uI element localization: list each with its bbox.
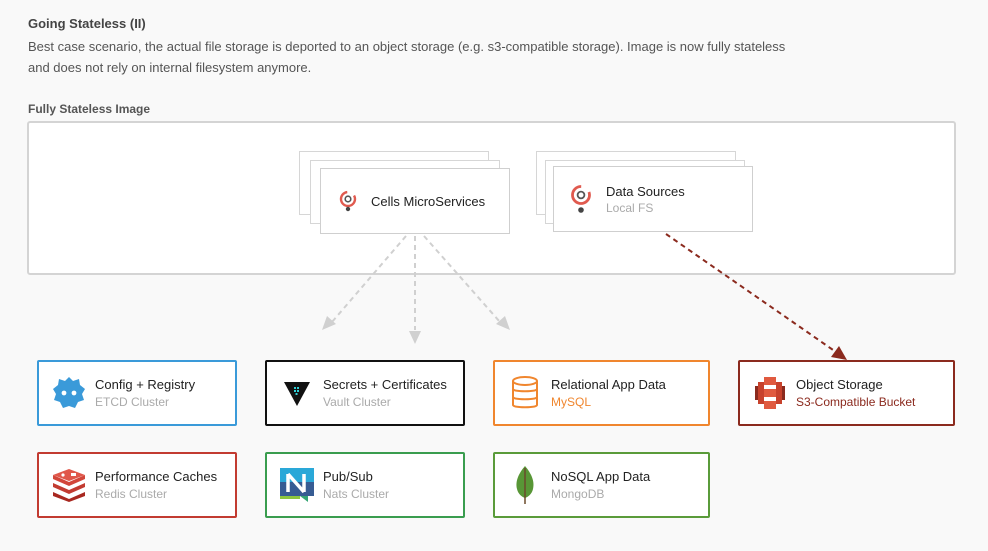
arrowhead-right <box>496 316 510 330</box>
object-storage-title: Object Storage <box>796 377 883 392</box>
database-icon <box>505 373 545 413</box>
pub-sub-title: Pub/Sub <box>323 469 373 484</box>
pub-sub-box[interactable]: Pub/Sub Nats Cluster <box>265 452 465 518</box>
page-title: Going Stateless (II) <box>28 16 146 31</box>
arrow-cells-left <box>331 235 407 323</box>
secrets-certificates-subtitle: Vault Cluster <box>323 395 391 409</box>
relational-app-data-title: Relational App Data <box>551 377 666 392</box>
pydio-cells-icon <box>570 184 594 214</box>
cells-microservices-card[interactable]: Cells MicroServices <box>320 168 510 234</box>
pub-sub-subtitle: Nats Cluster <box>323 487 390 501</box>
vault-icon <box>277 373 317 413</box>
config-registry-subtitle: ETCD Cluster <box>95 395 170 409</box>
secrets-certificates-title: Secrets + Certificates <box>323 377 447 392</box>
nats-icon <box>277 465 317 505</box>
config-registry-box[interactable]: Config + Registry ETCD Cluster <box>37 360 237 426</box>
etcd-icon <box>49 373 89 413</box>
redis-icon <box>49 465 89 505</box>
cells-microservices-title: Cells MicroServices <box>371 193 486 209</box>
data-sources-subtitle: Local FS <box>606 200 654 215</box>
config-registry-title: Config + Registry <box>95 377 196 392</box>
arrow-cells-right <box>423 235 501 323</box>
nosql-app-data-title: NoSQL App Data <box>551 469 651 484</box>
s3-bucket-icon <box>750 373 790 413</box>
relational-app-data-box[interactable]: Relational App Data MySQL <box>493 360 710 426</box>
arrowhead-left <box>322 316 336 330</box>
object-storage-subtitle: S3-Compatible Bucket <box>796 395 916 409</box>
object-storage-box[interactable]: Object Storage S3-Compatible Bucket <box>738 360 955 426</box>
nosql-app-data-subtitle: MongoDB <box>551 487 605 501</box>
relational-app-data-subtitle: MySQL <box>551 395 592 409</box>
pydio-cells-icon <box>339 190 359 212</box>
performance-caches-box[interactable]: Performance Caches Redis Cluster <box>37 452 237 518</box>
data-sources-title: Data Sources <box>606 183 685 199</box>
mongodb-leaf-icon <box>505 465 545 505</box>
secrets-certificates-box[interactable]: Secrets + Certificates Vault Cluster <box>265 360 465 426</box>
arrowhead-center <box>409 331 421 344</box>
arrow-datasources-object-storage <box>665 233 837 353</box>
performance-caches-subtitle: Redis Cluster <box>95 487 168 501</box>
image-box-label: Fully Stateless Image <box>28 102 151 116</box>
arrowhead-object-storage <box>831 346 847 360</box>
performance-caches-title: Performance Caches <box>95 469 218 484</box>
data-sources-card[interactable]: Data Sources Local FS <box>553 166 753 232</box>
nosql-app-data-box[interactable]: NoSQL App Data MongoDB <box>493 452 710 518</box>
page-description: Best case scenario, the actual file stor… <box>28 39 786 75</box>
